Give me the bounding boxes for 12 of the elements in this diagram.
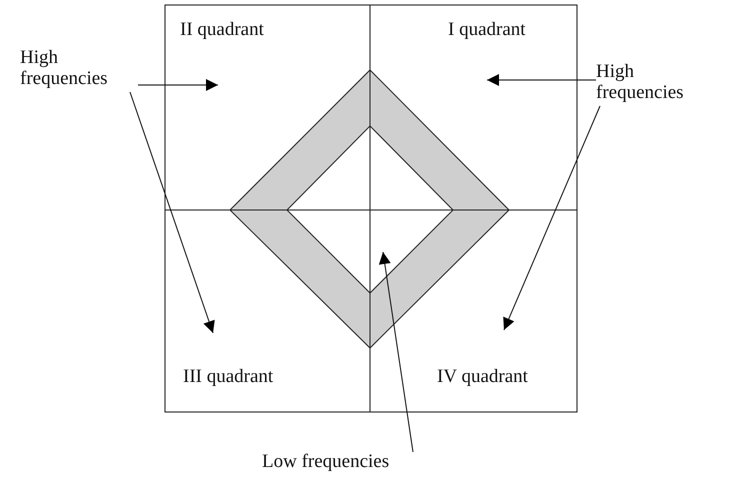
callout-text: Low frequencies (262, 452, 390, 473)
arrow (378, 252, 414, 452)
quadrant-label: III quadrant (183, 367, 274, 388)
quadrant-label: IV quadrant (437, 367, 528, 388)
callout-text: High frequencies (20, 48, 109, 90)
callout-text: High frequencies (596, 62, 685, 104)
arrow (138, 79, 218, 91)
arrow (130, 92, 215, 334)
quadrant-label: II quadrant (180, 20, 264, 41)
quadrant-label: I quadrant (448, 20, 526, 41)
arrow (486, 74, 596, 86)
arrow (503, 106, 600, 330)
